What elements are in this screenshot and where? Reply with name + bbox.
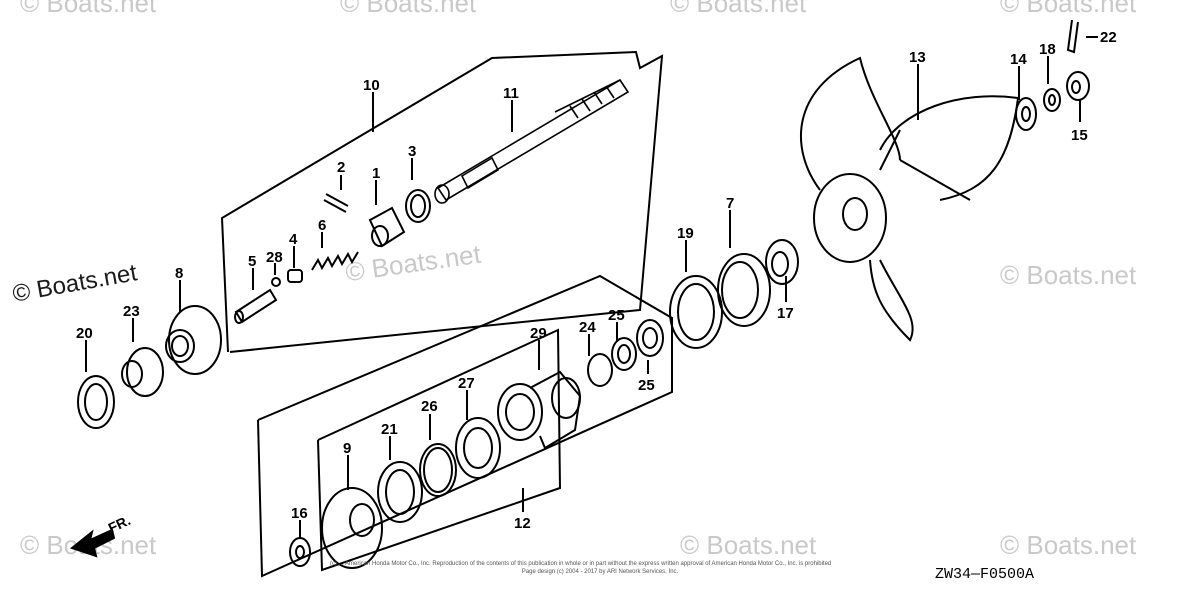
callout-28: 28: [266, 249, 283, 266]
callout-11: 11: [503, 85, 519, 102]
callout-22: 22: [1100, 29, 1117, 46]
callout-26: 26: [421, 398, 438, 415]
callout-12: 12: [514, 515, 531, 532]
callout-6: 6: [318, 217, 326, 234]
group-bracket-12: [317, 328, 562, 572]
callout-17: 17: [777, 305, 794, 322]
washer-16: [289, 537, 311, 567]
callout-14: 14: [1010, 51, 1027, 68]
seal-25a: [611, 337, 637, 371]
callout-19: 19: [677, 225, 694, 242]
propeller-shaft: [434, 78, 630, 204]
washer-14: [1015, 97, 1037, 131]
callout-7: 7: [726, 195, 734, 212]
bearing-24: [587, 353, 613, 387]
callout-15: 15: [1071, 127, 1088, 144]
washer-18: [1043, 88, 1061, 112]
group-bracket-outer: [257, 274, 673, 578]
front-arrow: [69, 528, 116, 558]
part-7: [717, 253, 771, 327]
propeller-13: [800, 56, 1020, 342]
diagram-code: ZW34—F0500A: [935, 566, 1035, 583]
part-4: [287, 269, 303, 283]
ball-28: [271, 277, 281, 287]
callout-2: 2: [337, 159, 345, 176]
callout-27: 27: [458, 375, 475, 392]
bearing-27: [455, 417, 501, 479]
clutch-1: [368, 206, 406, 248]
ring-26: [419, 443, 457, 497]
bearing-23: [121, 347, 164, 397]
ring-19: [669, 275, 723, 349]
callout-8: 8: [175, 265, 183, 282]
callout-16: 16: [291, 505, 308, 522]
callout-29: 29: [530, 325, 547, 342]
callout-4: 4: [289, 231, 298, 248]
washer-20: [77, 375, 115, 429]
ring-3: [405, 189, 431, 223]
shim-21: [377, 461, 423, 523]
spring-6: [311, 251, 359, 271]
callout-24: 24: [579, 319, 596, 336]
callout-18: 18: [1039, 41, 1056, 58]
copyright-line-2: Page design (c) 2004 - 2017 by ARI Netwo…: [521, 569, 679, 575]
callout-10: 10: [363, 77, 380, 94]
callout-3: 3: [408, 143, 416, 160]
callout-1: 1: [372, 165, 380, 182]
group-bracket-10: [220, 50, 664, 353]
gear-9: [321, 487, 383, 569]
copyright-line-1: (c) ... American Honda Motor Co., Inc. R…: [330, 561, 832, 567]
callout-20: 20: [76, 325, 93, 342]
bearing-holder-29: [497, 370, 582, 450]
gear-8: [165, 305, 222, 375]
callout-23: 23: [123, 303, 140, 320]
callout-25-bottom: 25: [638, 377, 655, 394]
nut-15: [1066, 71, 1090, 101]
pin-2: [323, 193, 349, 213]
thrust-washer-17: [765, 239, 799, 285]
callout-25-top: 25: [608, 307, 625, 324]
seal-25b: [636, 319, 664, 357]
rod-5: [234, 288, 278, 324]
callout-5: 5: [248, 253, 256, 270]
callout-9: 9: [343, 440, 351, 457]
cotter-pin-22: [1066, 19, 1079, 54]
callout-13: 13: [909, 49, 926, 66]
copyright-notice: (c) ... American Honda Motor Co., Inc. R…: [330, 560, 870, 576]
callout-21: 21: [381, 421, 398, 438]
